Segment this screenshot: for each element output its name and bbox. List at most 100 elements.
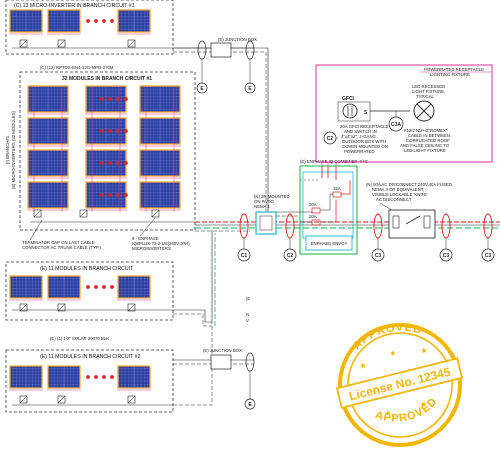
partial-text-v: V <box>246 318 249 323</box>
lower-conduits: (E) JUNCTION BOX E (E N V <box>173 230 256 410</box>
solar-module <box>85 85 127 115</box>
ac-disconnect-note-3: VISIBLE-LOCKABLE 'KNIFE' <box>372 192 428 197</box>
partial-text-n: N <box>246 312 249 317</box>
svg-text:E: E <box>200 86 204 92</box>
main-wire-run <box>195 221 500 232</box>
microinverter <box>57 395 66 404</box>
microinverter <box>127 39 136 48</box>
ac-disconnect-box <box>388 209 436 239</box>
gfci-receptacle-symbol <box>342 103 358 119</box>
marker-c3-3 <box>481 248 495 262</box>
enphase-combiner: (E) ENPHASE IQ COMBINER 4/4C ENPHASE ENV… <box>299 159 368 255</box>
gfci-note-1: 20A GFCI RECEPTACLE <box>340 124 389 129</box>
junction-top-group: E (E) JUNCTION BOX E <box>173 37 300 217</box>
patio-box-line1: (N) 3R MOUNTED <box>254 194 290 199</box>
solar-module <box>47 275 81 301</box>
branch-top-partial: (C) 13 MICRO-INVERTER IN BRANCH CIRCUIT … <box>5 0 174 55</box>
solar-module <box>27 149 69 179</box>
svg-text:★: ★ <box>383 408 392 418</box>
svg-text:C2: C2 <box>287 253 294 259</box>
solar-module <box>117 365 151 391</box>
conduit-c2: C2 <box>283 213 297 262</box>
microinverter <box>33 209 42 218</box>
more-modules-ellipsis <box>86 285 114 289</box>
marker-c3 <box>371 248 385 262</box>
more-modules-ellipsis <box>100 129 128 133</box>
solar-module <box>139 181 181 211</box>
svg-text:C3: C3 <box>485 253 492 259</box>
partial-text-e: (E <box>246 296 250 301</box>
svg-text:★: ★ <box>358 361 367 371</box>
marker-c2 <box>283 248 297 262</box>
gfci-label: GFCI <box>342 96 355 102</box>
microinverter <box>151 209 160 218</box>
junction-box-top <box>210 42 232 58</box>
svg-text:E: E <box>248 402 252 408</box>
receptacle-box: POWERRATED RECEPTACLE LIGHTING FIXTURE G… <box>315 64 493 163</box>
marker-e-bottom <box>244 398 256 410</box>
conduit-symbol <box>197 40 207 60</box>
main-branch-notes: TERMINATOR CAP ON LAST CABLE CONNECTOR A… <box>22 217 190 251</box>
solar-junction-label: (E) (1) 1/2" SOLAR 20070 BLK <box>50 336 109 341</box>
branch-3: (E) 11 MODULES IN BRANCH CIRCUIT <box>5 261 174 321</box>
branch-main-side-label-2: (8) MICRO-INVERTERS (32 MODULES) <box>11 110 16 189</box>
stamp-top-text: APPROVED <box>348 315 426 354</box>
solar-module <box>27 181 69 211</box>
more-modules-ellipsis <box>100 161 128 165</box>
approved-stamp: APPROVED ★ ★ ★ License No. 12345 ★ ★ APP… <box>335 315 464 447</box>
microinverter-note-1: 8 - ENPHASE <box>132 236 159 241</box>
ac-disconnect-note-4: AC DISCONNECT <box>376 197 412 202</box>
ac-disconnect-note-1: (N) 60A AC DISCONNECT,240V,40A FUSED, <box>366 182 453 187</box>
patio-box-line2: ON PATIO <box>254 199 275 204</box>
solar-module <box>117 275 151 301</box>
branch-3-title: (E) 11 MODULES IN BRANCH CIRCUIT <box>40 266 134 272</box>
cable-note-3: CORRUGATED ROOF <box>406 138 450 143</box>
solar-module <box>117 9 151 35</box>
branch-4: (E) 11 MODULES IN BRANCH CIRCUIT #2 <box>5 349 174 413</box>
solar-module <box>27 117 69 147</box>
microinverter <box>127 395 136 404</box>
gfci-note-2: AND SWITCH IN <box>344 129 377 134</box>
more-modules-ellipsis <box>86 19 114 23</box>
marker-c1 <box>237 248 251 262</box>
more-modules-ellipsis <box>100 97 128 101</box>
terminator-note-2: CONNECTOR AC TRUNK CABLE (TYP.) <box>22 245 101 250</box>
svg-text:★: ★ <box>419 345 428 355</box>
solar-module <box>85 117 127 147</box>
marker-c3-2 <box>439 248 453 262</box>
svg-text:C1: C1 <box>241 253 248 259</box>
cable-note-2: CABLE IN BETWEEN <box>408 133 450 138</box>
breaker-1-label: 15A <box>333 186 341 191</box>
receptacle-title-1: POWERRATED RECEPTACLE <box>424 67 484 72</box>
solar-module <box>139 149 181 179</box>
cable-note-5: LED LIGHT FIXTURE <box>404 148 446 153</box>
conduit-c3: C3 C3 C3 <box>371 213 495 262</box>
ac-disconnect-note-2: NEMA 3 OR EQUIVALENT, <box>372 187 424 192</box>
microinverter <box>57 39 66 48</box>
microinverter-note-2: IQ8PLUS-72-2-US(240V,1PH) <box>132 241 190 246</box>
branch-main-title: 32 MODULES IN BRANCH CIRCUIT #1 <box>62 76 152 82</box>
solar-module <box>47 9 81 35</box>
led-note-1: LED RECESSED <box>412 84 445 89</box>
microinverter-note-3: MICROINVERTERS <box>132 246 171 251</box>
svg-text:E: E <box>248 86 252 92</box>
branch-top-title: (C) 13 MICRO-INVERTER IN BRANCH CIRCUIT … <box>14 3 135 9</box>
branch-main-cable-note: (C) (12) RPTOS-EN4-12G-MPO-270M <box>40 65 114 70</box>
patio-box-rect <box>255 211 277 235</box>
solar-module <box>47 365 81 391</box>
led-note-3: TYPICAL <box>416 94 435 99</box>
svg-text:C2: C2 <box>327 136 334 142</box>
breaker-2-label: 20A <box>309 202 317 207</box>
branch-4-title: (E) 11 MODULES IN BRANCH CIRCUIT #2 <box>40 354 141 360</box>
cable-note-1: #12/2 NM+G"ROMEX" <box>404 128 448 133</box>
led-note-2: LIGHT FIXTURE, <box>412 89 445 94</box>
branch-main-side-label-1: (I) BRANCH#1 <box>5 135 10 164</box>
solar-module <box>139 85 181 115</box>
microinverter <box>79 209 88 218</box>
cable-note-4: AND FALSE CEILING TO <box>400 143 450 148</box>
more-modules-ellipsis <box>86 375 114 379</box>
enphase-envoy-label: ENPHASE ENVOY <box>311 241 348 246</box>
solar-module <box>27 85 69 115</box>
receptacle-title-2: LIGHTING FIXTURE <box>430 72 470 77</box>
